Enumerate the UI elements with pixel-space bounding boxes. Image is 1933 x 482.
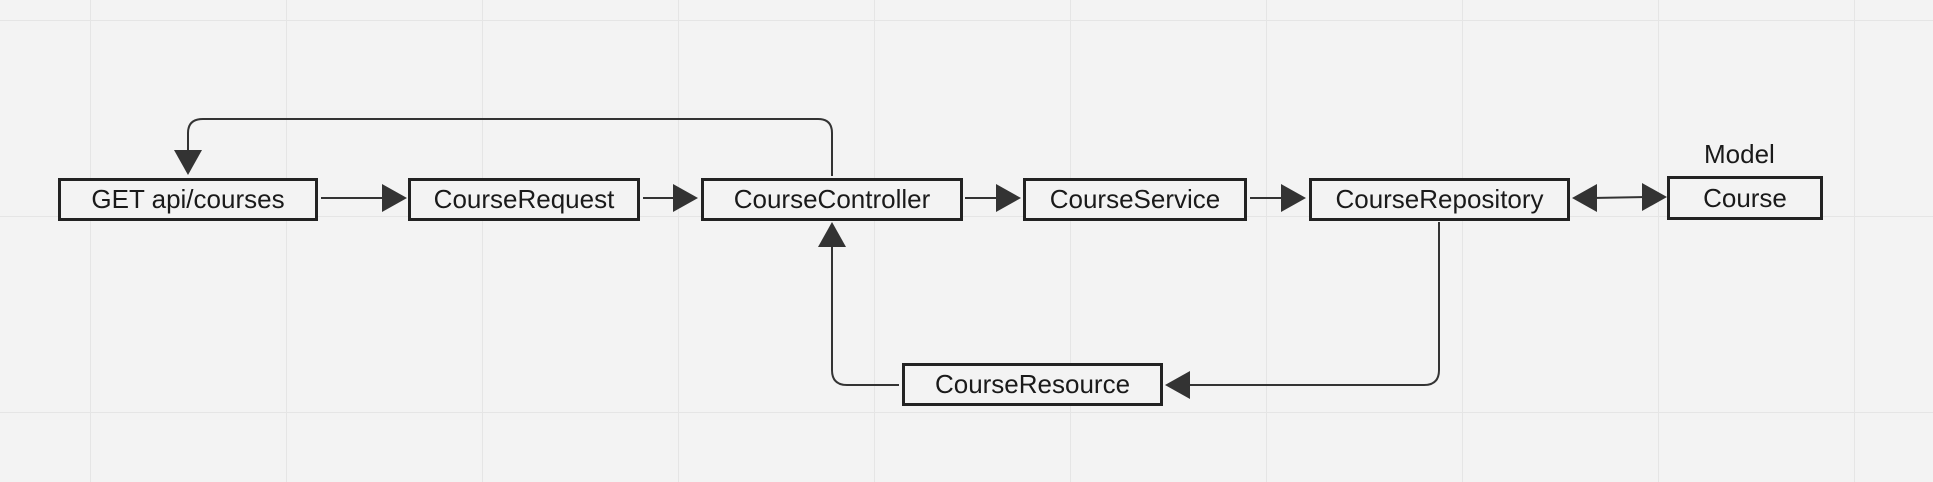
node-course-repository[interactable]: CourseRepository — [1309, 178, 1570, 221]
node-course-controller[interactable]: CourseController — [701, 178, 963, 221]
node-course-resource[interactable]: CourseResource — [902, 363, 1163, 406]
model-label: Model — [1704, 139, 1775, 169]
arrow-repository-course — [1591, 196, 1648, 199]
node-course[interactable]: Course — [1667, 176, 1823, 220]
node-course-request[interactable]: CourseRequest — [408, 178, 640, 221]
arrow-repository-to-resource — [1180, 222, 1440, 386]
arrowhead-request-to-controller — [673, 184, 698, 212]
node-course-service[interactable]: CourseService — [1023, 178, 1247, 221]
arrowhead-repository-side — [1572, 184, 1597, 212]
arrowhead-service-to-repository — [1281, 184, 1306, 212]
arrowhead-course-side — [1642, 183, 1667, 211]
node-get-api-courses[interactable]: GET api/courses — [58, 178, 318, 221]
arrowhead-controller-to-service — [996, 184, 1021, 212]
arrowhead-repository-to-resource — [1165, 371, 1190, 399]
arrow-controller-to-get — [187, 118, 833, 176]
arrowhead-get-to-request — [382, 184, 407, 212]
arrowhead-resource-to-controller — [818, 222, 846, 247]
arrow-resource-to-controller — [831, 240, 899, 386]
arrowhead-controller-to-get — [174, 150, 202, 175]
